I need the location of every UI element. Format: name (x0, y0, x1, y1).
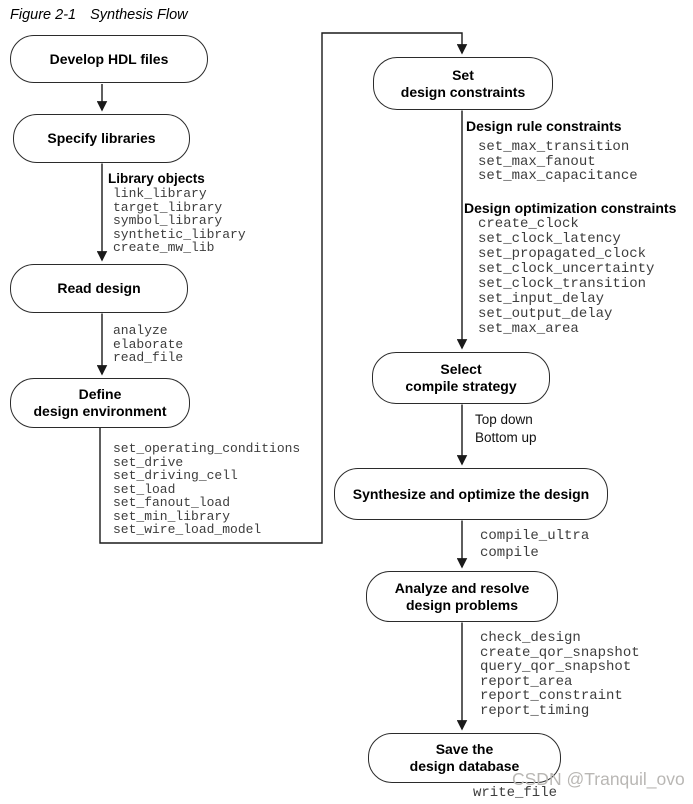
node-save-design-database: Save the design database (368, 733, 561, 783)
csdn-watermark: CSDN @Tranquil_ovo (512, 769, 685, 789)
design-rule-constraints-heading: Design rule constraints (466, 118, 622, 134)
figure-caption: Figure 2-1 Synthesis Flow (10, 7, 188, 23)
compile-commands: compile_ultra compile (480, 528, 590, 561)
node-analyze-resolve: Analyze and resolve design problems (366, 571, 558, 622)
environment-commands: set_operating_conditions set_drive set_d… (113, 441, 301, 537)
analysis-commands: check_design create_qor_snapshot query_q… (480, 630, 640, 719)
design-optimization-constraints-commands: create_clock set_clock_latency set_propa… (478, 216, 655, 337)
node-define-design-environment: Define design environment (10, 378, 190, 428)
node-develop-hdl-files: Develop HDL files (10, 35, 208, 83)
design-optimization-constraints-heading: Design optimization constraints (464, 200, 677, 216)
library-objects-commands: link_library target_library symbol_libra… (113, 186, 246, 255)
library-objects-heading: Library objects (108, 171, 205, 186)
compile-strategy-options: Top down Bottom up (475, 412, 537, 445)
read-design-commands: analyze elaborate read_file (113, 323, 184, 365)
node-synthesize-optimize: Synthesize and optimize the design (334, 468, 608, 520)
design-rule-constraints-commands: set_max_transition set_max_fanout set_ma… (478, 139, 638, 185)
node-specify-libraries: Specify libraries (13, 114, 190, 163)
figure-title: Synthesis Flow (90, 7, 188, 23)
connector-define-to-set-constraints (99, 32, 468, 544)
figure-label: Figure 2-1 (10, 7, 77, 23)
node-select-compile-strategy: Select compile strategy (372, 352, 550, 404)
node-set-design-constraints: Set design constraints (373, 57, 553, 110)
save-commands: write_file (473, 785, 558, 801)
node-read-design: Read design (10, 264, 188, 313)
